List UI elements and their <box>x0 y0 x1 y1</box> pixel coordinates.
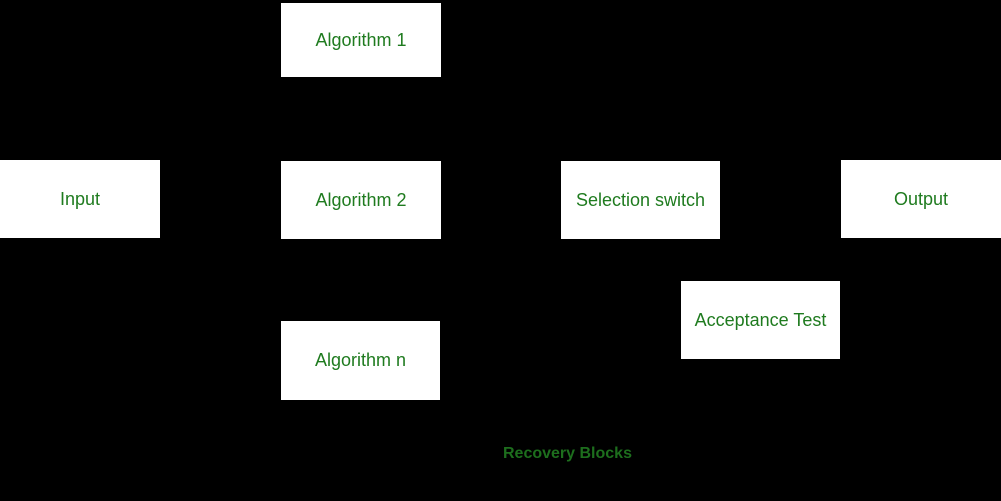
node-selection-switch: Selection switch <box>561 161 720 239</box>
node-output-label: Output <box>893 188 949 209</box>
node-algorithm-n: Algorithm n <box>281 321 440 400</box>
node-algorithm-n-label: Algorithm n <box>314 350 407 370</box>
node-acceptance-test-label: Acceptance Test <box>694 309 827 330</box>
node-algorithm-1: Algorithm 1 <box>281 3 441 77</box>
node-output: Output <box>841 160 1001 238</box>
diagram-caption: Recovery Blocks <box>503 445 632 462</box>
node-acceptance-test: Acceptance Test <box>681 281 840 359</box>
node-algorithm-2: Algorithm 2 <box>281 161 441 239</box>
node-algorithm-1-label: Algorithm 1 <box>315 29 407 50</box>
node-input: Input <box>0 160 160 238</box>
node-input-label: Input <box>59 188 101 209</box>
node-selection-switch-label: Selection switch <box>575 189 706 210</box>
node-algorithm-2-label: Algorithm 2 <box>315 189 407 210</box>
